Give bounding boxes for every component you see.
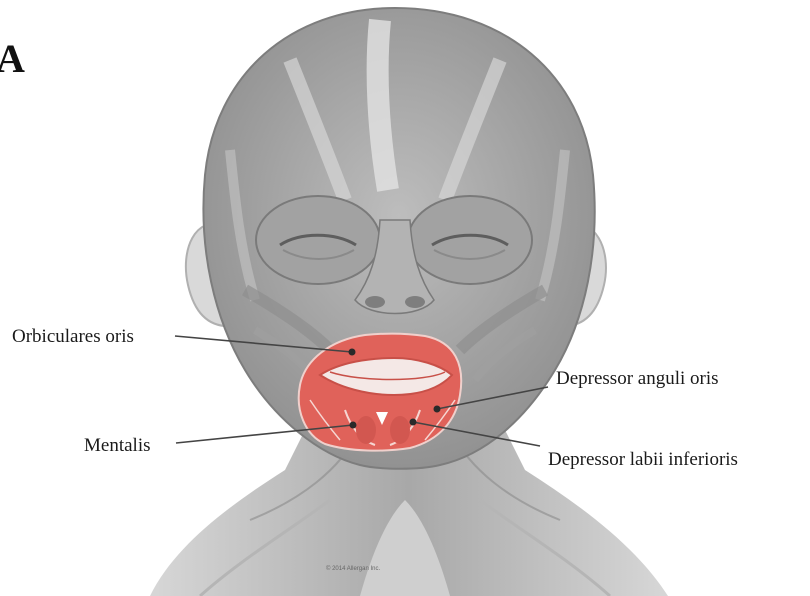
copyright-notice: © 2014 Allergan Inc. [326,565,380,572]
label-orbicularis-oris: Orbiculares oris [12,326,134,347]
label-mentalis: Mentalis [84,435,151,456]
panel-label: A [0,36,25,81]
label-depressor-labii-inferioris: Depressor labii inferioris [548,449,738,470]
label-depressor-anguli-oris: Depressor anguli oris [556,368,719,389]
highlighted-muscles [299,334,462,451]
